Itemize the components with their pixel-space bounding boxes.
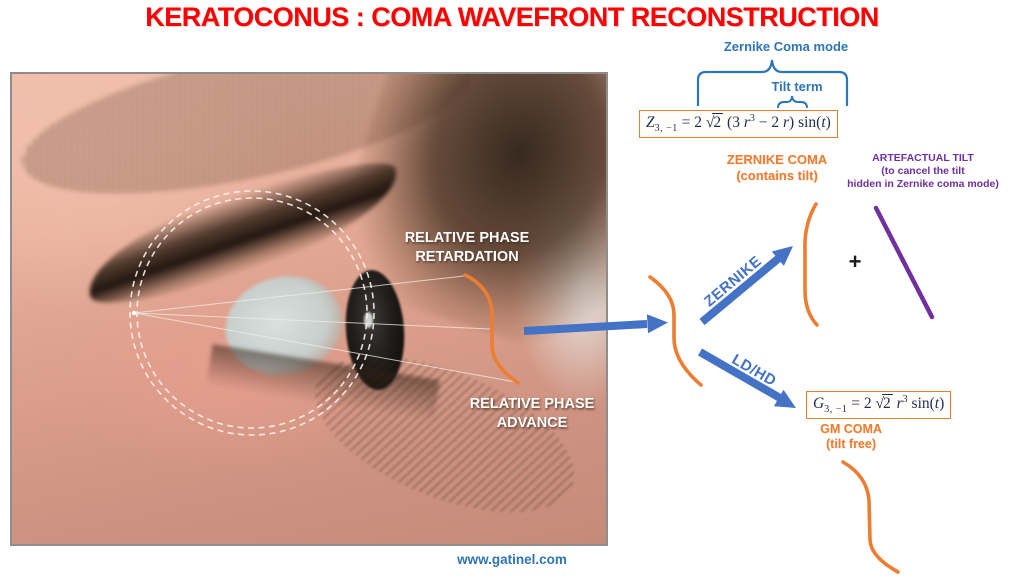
- formula-text: ) sin(: [789, 114, 822, 131]
- tilt-term-brace-icon: [777, 95, 808, 109]
- label-line: ARTEFACTUAL TILT: [872, 152, 974, 164]
- label-line: RELATIVE PHASE: [469, 396, 595, 412]
- formula-equals: = 2: [677, 114, 706, 131]
- formula-symbol: G: [813, 395, 825, 412]
- formula-subscript: 3, −1: [824, 404, 848, 415]
- formula-subscript: 3, −1: [654, 123, 678, 134]
- eye-photo: [10, 72, 608, 546]
- formula-var: r: [896, 395, 903, 412]
- label-line: ADVANCE: [496, 415, 568, 431]
- formula-exponent: 3: [902, 394, 908, 405]
- sqrt-sign: √: [705, 114, 715, 131]
- artefactual-tilt-label: ARTEFACTUAL TILT (to cancel the tilt hid…: [836, 152, 1010, 191]
- formula-text: sin(: [907, 395, 935, 412]
- formula-text: (3: [723, 114, 744, 131]
- artefactual-tilt-line-icon: [873, 205, 935, 320]
- label-line: RELATIVE PHASE: [404, 230, 530, 246]
- ldhd-arrow-label: LD/HD: [728, 351, 780, 390]
- radicand: 2: [881, 394, 893, 412]
- zernike-coma-mode-label: Zernike Coma mode: [723, 39, 849, 54]
- zernike-coma-formula: Z3, −1 = 2 √2 (3 r3 − 2 r) sin(t): [639, 110, 838, 138]
- radicand: 2: [712, 113, 724, 131]
- coma-curve-input: [648, 275, 703, 387]
- formula-text: − 2: [754, 114, 783, 131]
- website-link[interactable]: www.gatinel.com: [457, 552, 567, 567]
- formula-exponent: 3: [749, 113, 755, 124]
- formula-symbol: Z: [646, 114, 655, 131]
- page-title: KERATOCONUS : COMA WAVEFRONT RECONSTRUCT…: [145, 2, 879, 32]
- sqrt-sign: √: [875, 395, 884, 412]
- formula-equals: = 2: [847, 395, 876, 412]
- relative-phase-retardation-label: RELATIVE PHASE RETARDATION: [378, 229, 556, 267]
- label-line: RETARDATION: [415, 249, 519, 265]
- coma-curve-zernike: [803, 202, 819, 327]
- relative-phase-advance-label: RELATIVE PHASE ADVANCE: [443, 395, 621, 433]
- label-line: hidden in Zernike coma mode): [847, 178, 999, 190]
- formula-var: r: [743, 114, 750, 131]
- label-line: (contains tilt): [736, 168, 818, 183]
- iris-highlight: [364, 312, 373, 328]
- plus-sign: +: [848, 249, 862, 274]
- label-line: (to cancel the tilt: [881, 165, 965, 177]
- label-line: ZERNIKE COMA: [726, 152, 828, 167]
- tilt-term-label: Tilt term: [771, 79, 823, 94]
- formula-text: ): [825, 114, 831, 131]
- gm-coma-formula: G3, −1 = 2 √2 r3 sin(t): [806, 391, 952, 419]
- formula-var: r: [783, 114, 790, 131]
- formula-var: t: [821, 114, 826, 131]
- label-line: GM COMA: [820, 422, 882, 436]
- gm-coma-label: GM COMA (tilt free): [786, 422, 916, 452]
- formula-var: t: [934, 395, 940, 412]
- zernike-coma-label: ZERNIKE COMA (contains tilt): [702, 152, 852, 184]
- formula-text: ): [939, 395, 945, 412]
- zernike-arrow-label: ZERNIKE: [700, 252, 766, 311]
- label-line: (tilt free): [826, 437, 876, 451]
